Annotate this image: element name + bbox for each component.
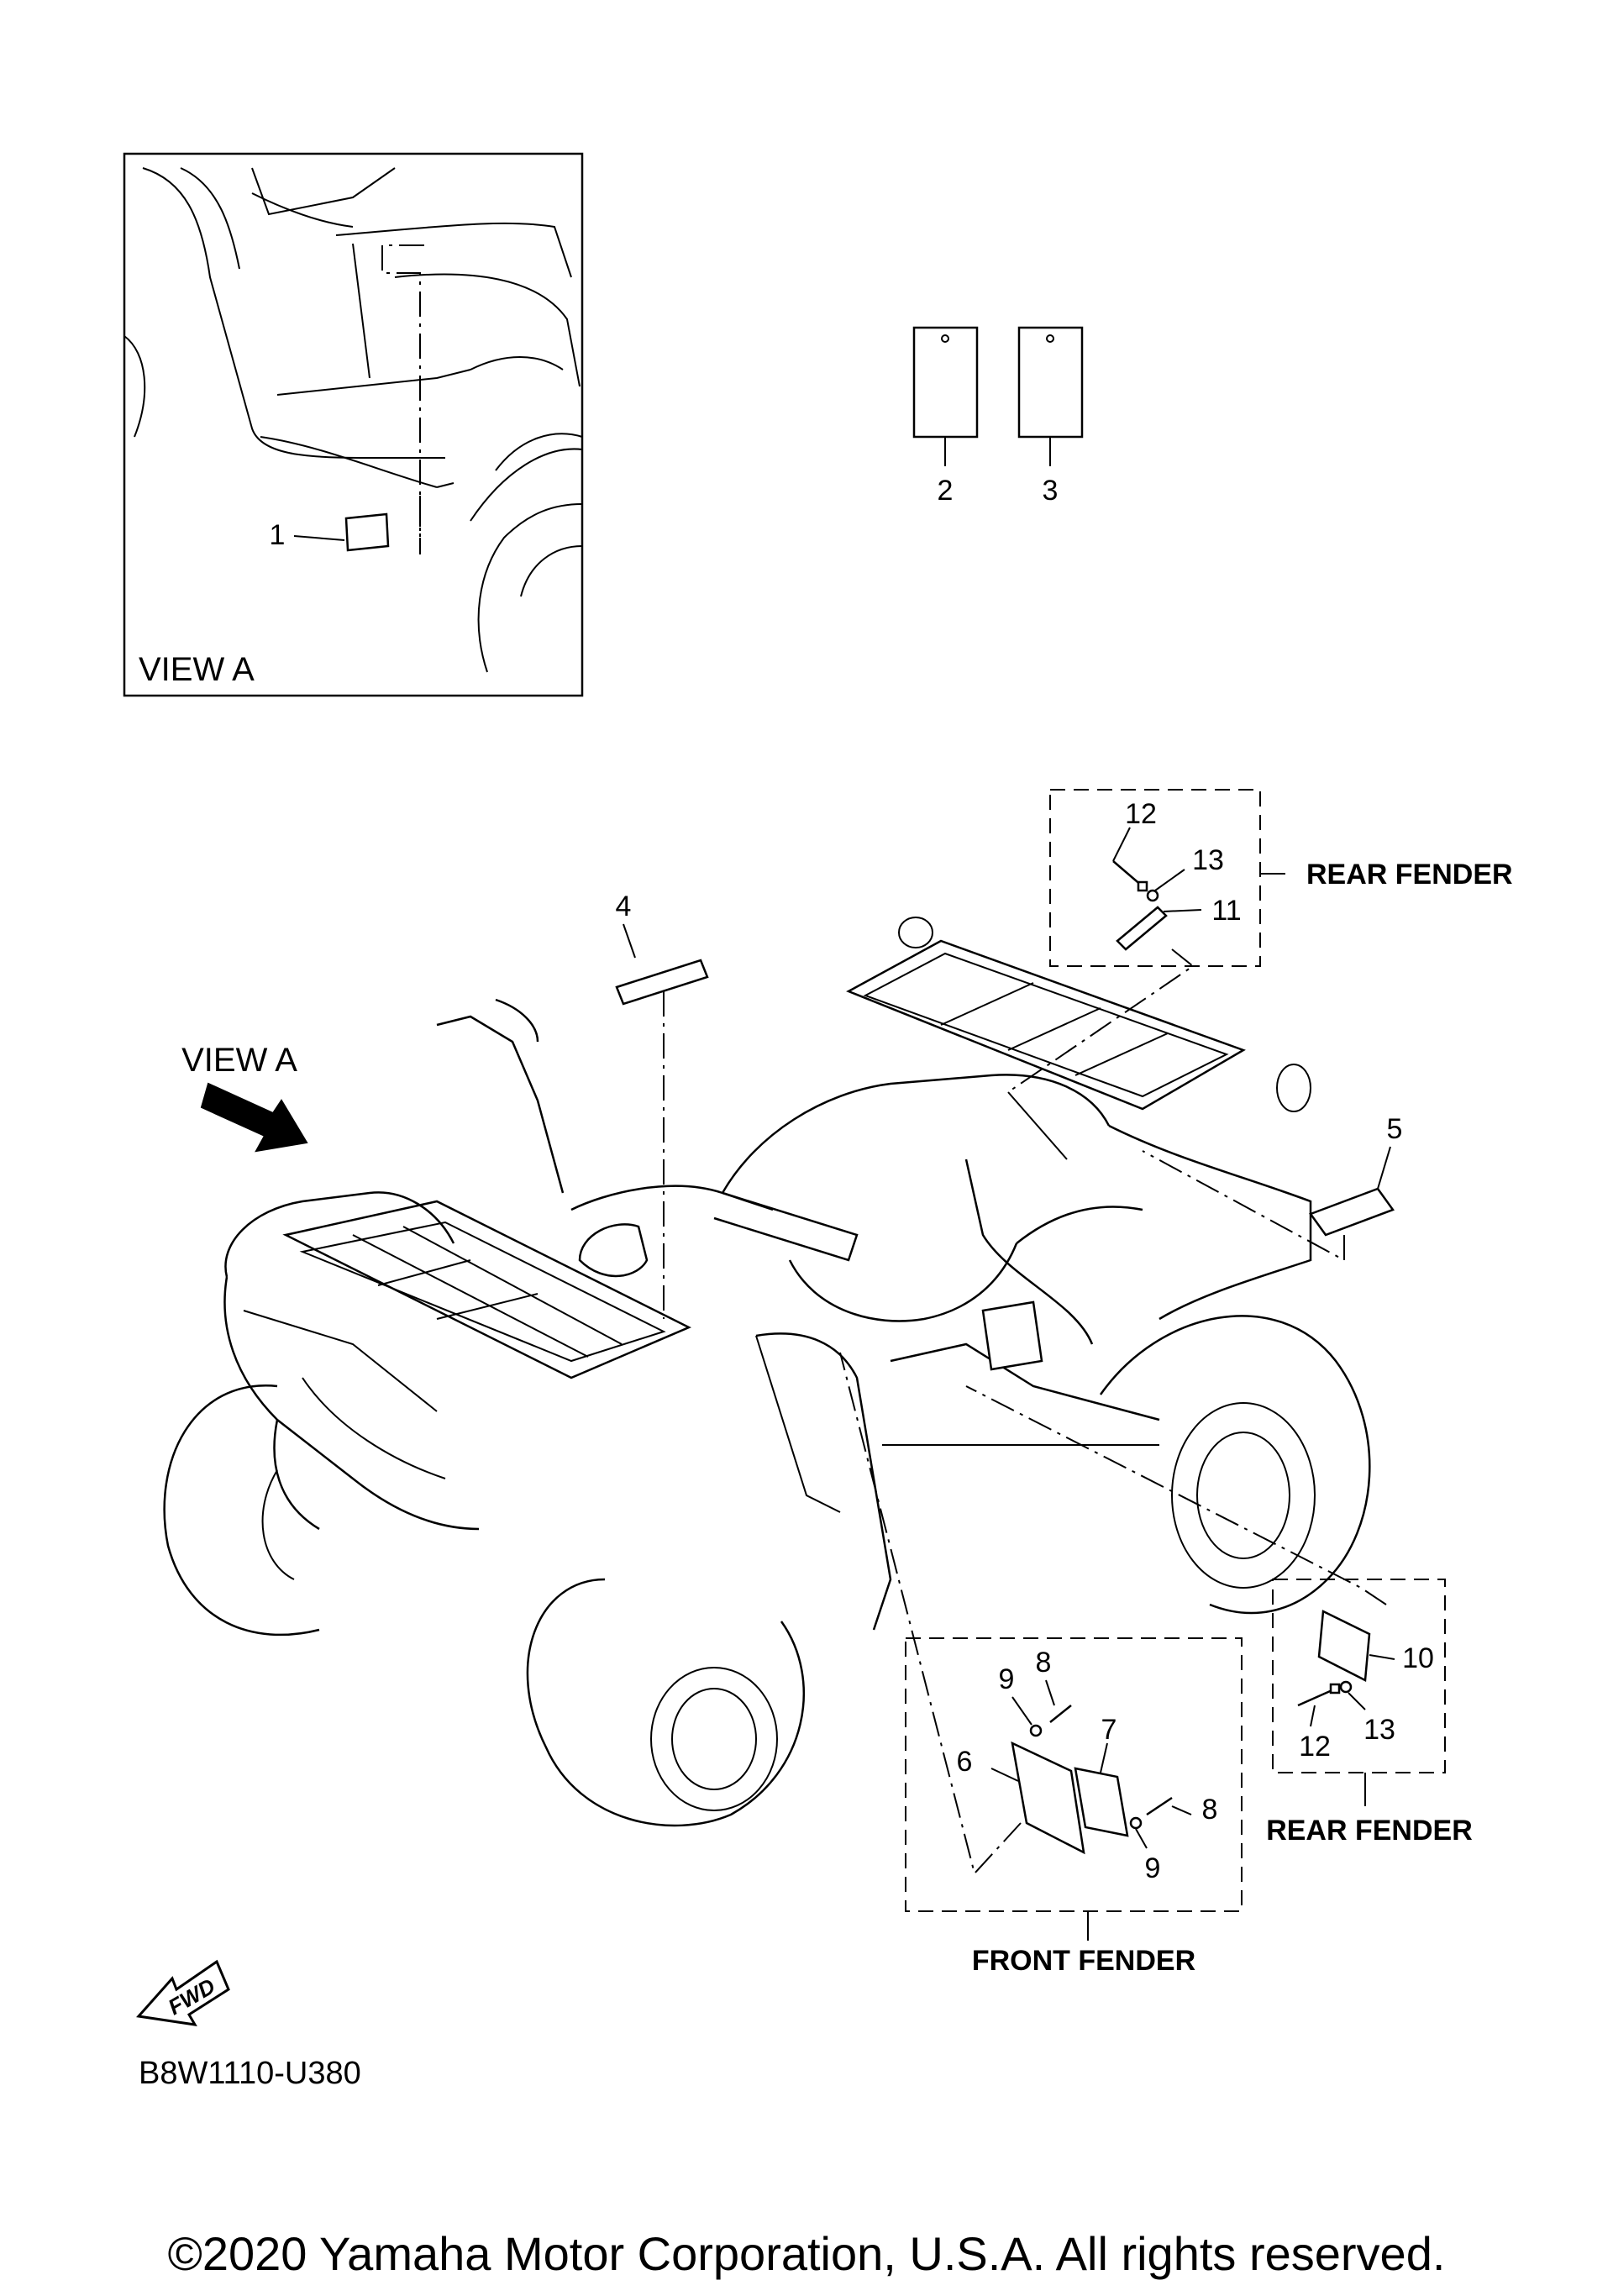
callout-2: 2	[938, 475, 954, 507]
callout-5: 5	[1387, 1113, 1403, 1145]
callout-12-top: 12	[1125, 798, 1157, 830]
parts-2-3: 2 3	[912, 326, 1084, 507]
callout-8-right: 8	[1202, 1794, 1218, 1826]
fwd-arrow-icon: FWD	[136, 1959, 230, 2026]
rear-fender-top-detail: REAR FENDER 12 13 11	[1007, 789, 1513, 1160]
callout-13-bottom: 13	[1363, 1714, 1395, 1746]
part-5: 5	[1142, 1113, 1403, 1262]
view-a-arrow-label: VIEW A	[181, 1042, 297, 1079]
callout-3: 3	[1043, 475, 1059, 507]
callout-9-right: 9	[1145, 1852, 1161, 1884]
view-a-arrow: VIEW A	[181, 1042, 308, 1153]
callout-1: 1	[270, 519, 286, 551]
callout-7: 7	[1101, 1714, 1117, 1746]
front-fender-label: FRONT FENDER	[972, 1945, 1195, 1977]
callout-9-top: 9	[999, 1663, 1015, 1695]
rear-fender-bottom-label: REAR FENDER	[1266, 1815, 1473, 1847]
callout-8-top: 8	[1036, 1647, 1052, 1679]
callout-13-top: 13	[1192, 844, 1224, 876]
front-fender-detail: FRONT FENDER 6 7 8 9 8 9	[839, 1352, 1243, 1977]
callout-12-bottom: 12	[1299, 1731, 1331, 1763]
part-4: 4	[615, 891, 709, 1319]
callout-11: 11	[1211, 895, 1241, 927]
callout-4: 4	[616, 891, 632, 922]
part-code: B8W1110-U380	[139, 2056, 361, 2091]
rear-fender-top-label: REAR FENDER	[1306, 859, 1513, 891]
callout-6: 6	[957, 1746, 973, 1778]
view-a-inset: 1 VIEW A	[123, 152, 584, 697]
rear-fender-bottom-detail: REAR FENDER 10 12 13	[965, 1385, 1473, 1847]
callout-10: 10	[1402, 1642, 1434, 1674]
copyright-footer: ©2020 Yamaha Motor Corporation, U.S.A. A…	[167, 2227, 1446, 2280]
view-a-box-label: VIEW A	[139, 651, 255, 688]
atv-illustration	[163, 917, 1371, 1827]
